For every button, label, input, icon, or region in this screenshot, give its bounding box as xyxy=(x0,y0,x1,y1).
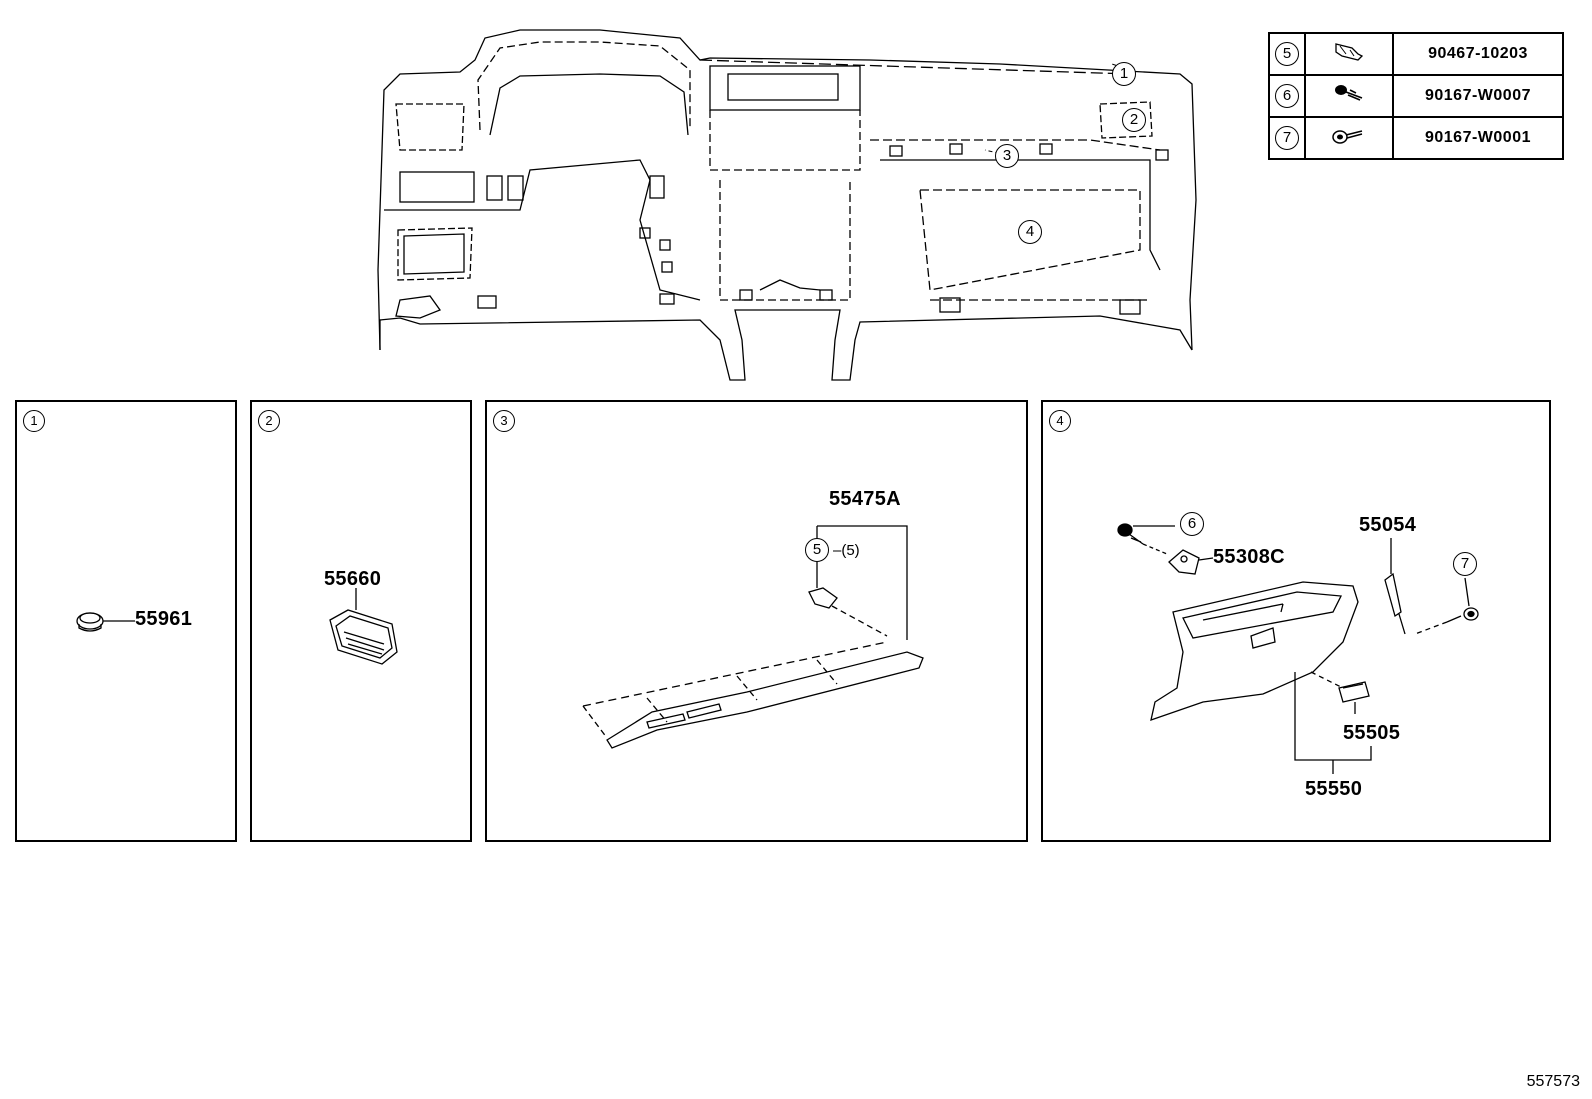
overview-callout-3: 3 xyxy=(995,144,1019,168)
air-vent-icon xyxy=(329,588,398,665)
part-label-55054: 55054 xyxy=(1359,514,1417,536)
screw-icon xyxy=(1117,523,1144,545)
panel3-ref-5: 5 xyxy=(805,538,829,562)
part-number: 90167-W0007 xyxy=(1392,74,1564,118)
table-row: 7 90167-W0001 xyxy=(1268,116,1564,160)
bracket-icon xyxy=(1168,549,1200,575)
overview-callout-2: 2 xyxy=(1122,108,1146,132)
ref-number: 6 xyxy=(1275,84,1299,108)
panel-number: 2 xyxy=(258,410,280,432)
overview-callout-4: 4 xyxy=(1018,220,1042,244)
clip-icon xyxy=(808,587,838,609)
panel-number: 3 xyxy=(493,410,515,432)
table-row: 5 90467-10203 xyxy=(1268,32,1564,76)
panel4-ref-6: 6 xyxy=(1180,512,1204,536)
glove-box-icon xyxy=(1150,581,1359,721)
panel-number: 1 xyxy=(23,410,45,432)
part-label-55475A: 55475A xyxy=(829,488,901,510)
panel4-ref-7: 7 xyxy=(1453,552,1477,576)
fastener-reference-table: 5 90467-10203 6 90167-W0007 7 901 xyxy=(1268,32,1564,160)
detail-panel-1: 1 55961 xyxy=(15,400,237,842)
part-label-55308C: 55308C xyxy=(1213,546,1285,568)
detail-panel-3: 3 55475A 5 –(5) xyxy=(485,400,1028,842)
bolt-icon xyxy=(1446,607,1479,623)
detail-panel-2: 2 55660 xyxy=(250,400,472,842)
detail-panel-4: 4 xyxy=(1041,400,1551,842)
part-number: 90467-10203 xyxy=(1392,32,1564,76)
clip-icon xyxy=(1304,32,1394,76)
garnish-trim-icon xyxy=(606,651,924,749)
lock-button-icon xyxy=(1338,681,1370,703)
table-row: 6 90167-W0007 xyxy=(1268,74,1564,118)
plug-icon xyxy=(76,612,135,632)
diagram-id: 557573 xyxy=(1526,1073,1580,1090)
screw-icon xyxy=(1304,74,1394,118)
overview-callout-1: 1 xyxy=(1112,62,1136,86)
part-label-55550: 55550 xyxy=(1305,778,1363,800)
instrument-panel-overview xyxy=(377,29,1197,381)
part-label-55660: 55660 xyxy=(324,568,382,590)
ref-number: 5 xyxy=(1275,42,1299,66)
bolt-icon xyxy=(1304,116,1394,160)
quantity-label: –(5) xyxy=(833,542,860,559)
damper-icon xyxy=(1384,572,1406,635)
ref-number: 7 xyxy=(1275,126,1299,150)
panel-number: 4 xyxy=(1049,410,1071,432)
part-label-55961: 55961 xyxy=(135,608,193,630)
part-number: 90167-W0001 xyxy=(1392,116,1564,160)
part-label-55505: 55505 xyxy=(1343,722,1401,744)
